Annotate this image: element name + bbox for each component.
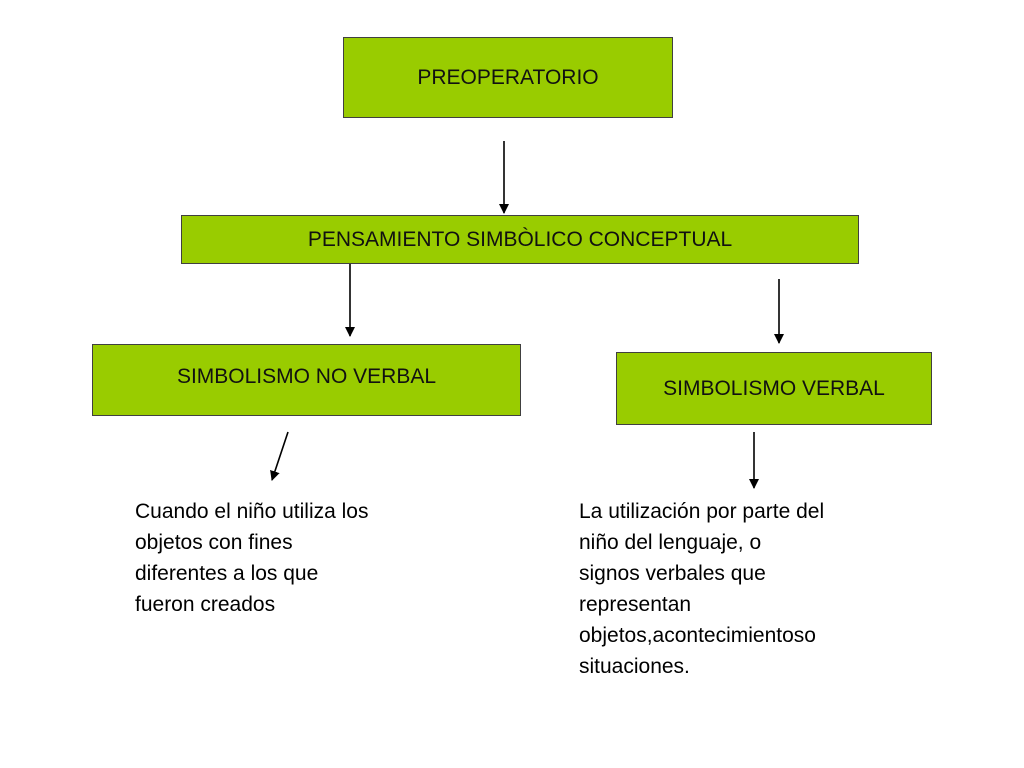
node-simbolismo-no-verbal-label: SIMBOLISMO NO VERBAL [176,365,437,388]
arrow-left-to-description [270,431,289,481]
node-simbolismo-no-verbal: SIMBOLISMO NO VERBAL [92,344,521,416]
node-simbolismo-verbal-label: SIMBOLISMO VERBAL [663,376,885,400]
description-verbal: La utilización por parte del niño del le… [579,500,825,678]
node-pensamiento-label: PENSAMIENTO SIMBÒLICO CONCEPTUAL [307,227,733,251]
node-pensamiento-simbolico-conceptual: PENSAMIENTO SIMBÒLICO CONCEPTUAL [181,215,859,264]
node-preoperatorio-label: PREOPERATORIO [417,65,599,89]
description-no-verbal: Cuando el niño utiliza los objetos con f… [135,500,369,616]
node-simbolismo-verbal: SIMBOLISMO VERBAL [616,352,932,425]
node-preoperatorio: PREOPERATORIO [343,37,673,118]
